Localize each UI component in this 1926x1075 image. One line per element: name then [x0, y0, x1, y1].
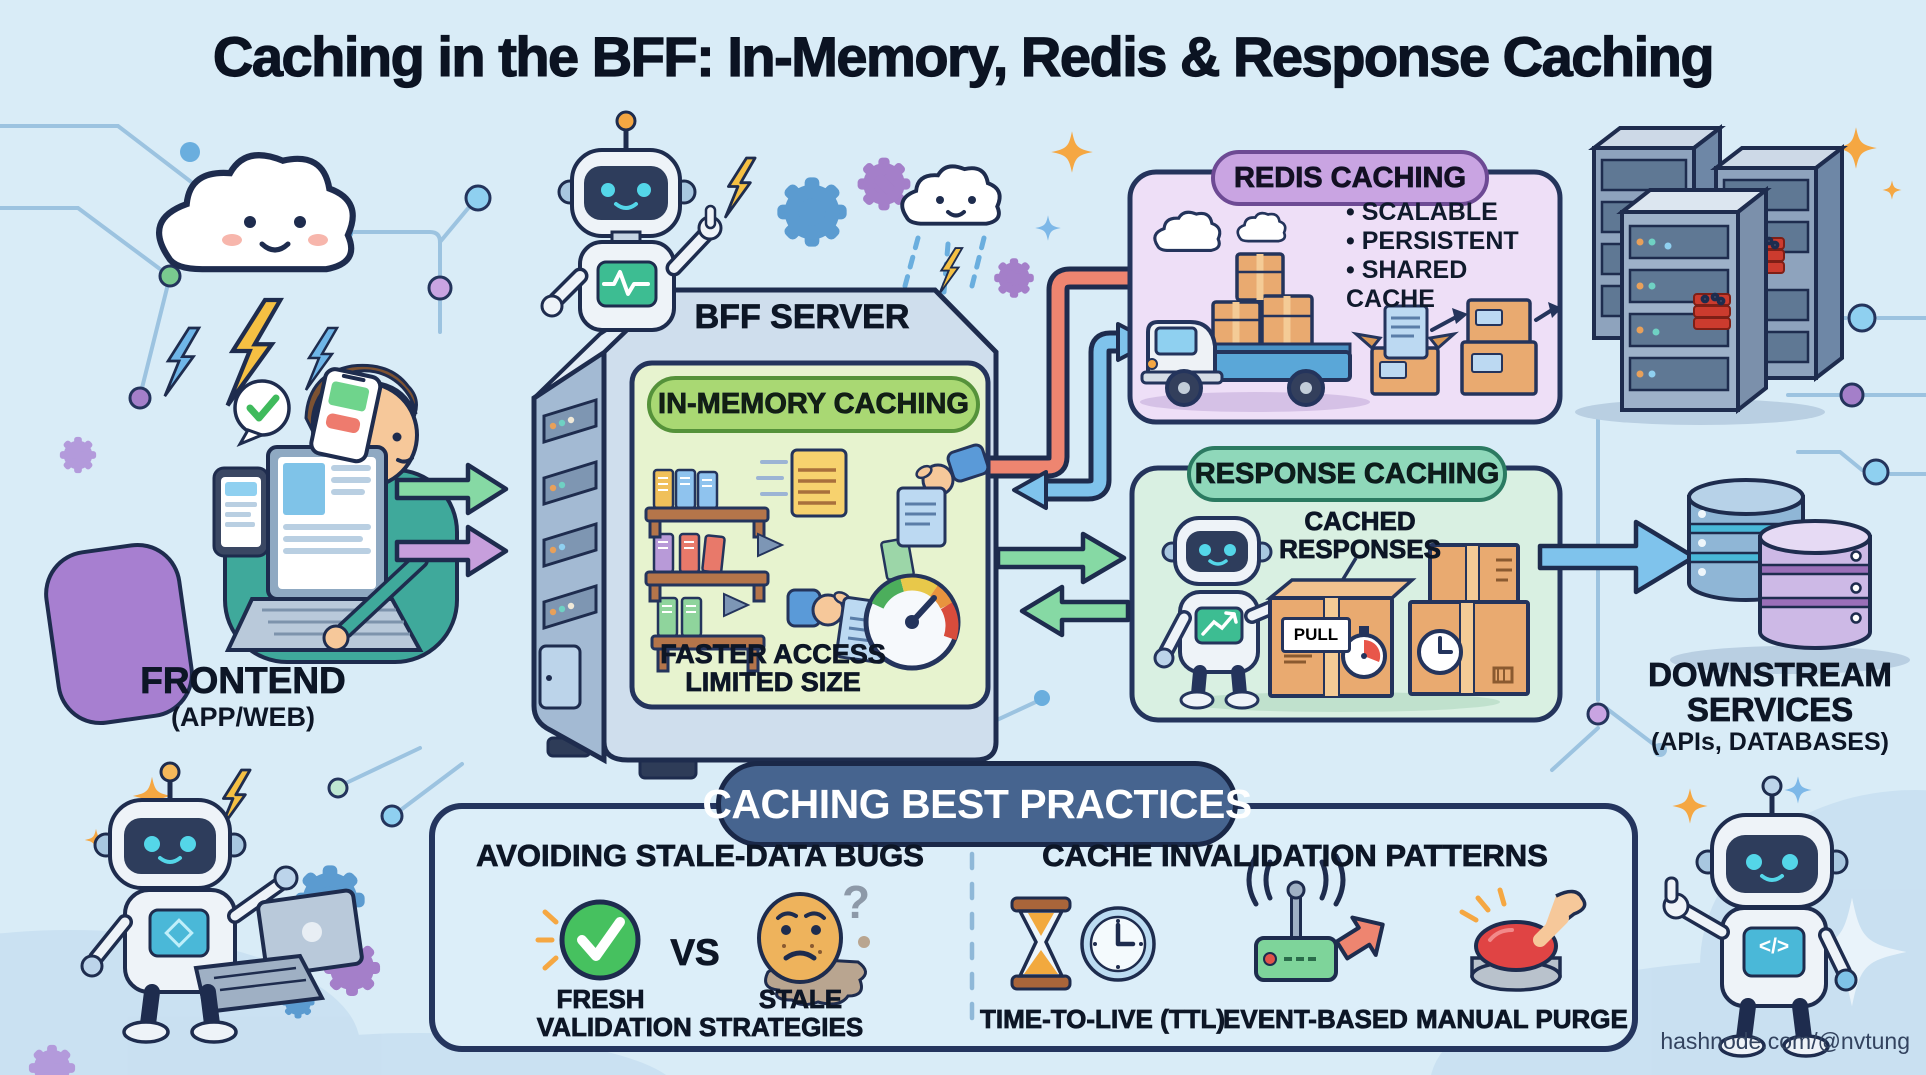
- frontend-user-illustration: [44, 363, 459, 726]
- stale-label: STALE: [758, 984, 843, 1014]
- clock-icon: [1417, 629, 1463, 675]
- downstream-sublabel: (APIs, DATABASES): [1651, 728, 1889, 756]
- bottom-left-robot-icon: [80, 761, 364, 1044]
- bff-redis-connectors: [988, 266, 1154, 510]
- ttl-clock-icon: [1080, 906, 1156, 982]
- cached-responses-line2: RESPONSES: [1279, 534, 1442, 564]
- stale-face-icon: ?: [757, 876, 870, 1007]
- downstream-label-line1: DOWNSTREAM: [1648, 656, 1893, 693]
- cached-responses-line1: CACHED: [1304, 506, 1416, 536]
- phone-in-hand-icon: [212, 466, 270, 558]
- redis-server-racks: [1575, 123, 1848, 425]
- server-door: [538, 644, 582, 710]
- vs-label: VS: [670, 932, 720, 973]
- manual-purge-button-icon: [1459, 887, 1587, 992]
- page-title: Caching in the BFF: In-Memory, Redis & R…: [212, 25, 1715, 88]
- pull-box-label: PULL: [1281, 617, 1351, 653]
- arrow-blue-redis-bff: [1044, 335, 1122, 497]
- best-practices-header: CACHING BEST PRACTICES: [702, 761, 1252, 847]
- server-rack-slots: [542, 397, 598, 631]
- cached-box-stack-icon: [1408, 543, 1530, 696]
- invalidation-heading: CACHE INVALIDATION PATTERNS: [1042, 838, 1549, 873]
- arrow-green-to-response: [995, 531, 1127, 585]
- bff-server-title: BFF SERVER: [694, 298, 910, 336]
- truck-icon: [1140, 252, 1352, 407]
- frontend-to-bff-arrows: [394, 462, 509, 578]
- in-memory-note-line1: FASTER ACCESS: [660, 639, 886, 669]
- frontend-sublabel: (APP/WEB): [171, 702, 315, 732]
- check-bubble-icon: [233, 379, 291, 448]
- redis-feature-item: SCALABLE: [1346, 198, 1561, 227]
- bff-response-arrows: [995, 531, 1131, 638]
- rack-tower: [1616, 185, 1772, 415]
- response-robot-icon: [1153, 516, 1308, 710]
- cache-shelf-icon: [644, 468, 770, 673]
- downstream-label-line2: SERVICES: [1686, 691, 1854, 728]
- response-caching-badge: RESPONSE CACHING: [1187, 446, 1507, 502]
- hand-with-document-icon: [880, 443, 990, 581]
- arrow-green-request: [394, 462, 509, 516]
- rain-cloud-icon: [900, 164, 1002, 296]
- thumbs-up-icon: [1664, 876, 1679, 904]
- arrow-salmon-to-redis: [988, 271, 1128, 474]
- validation-strategies-label: VALIDATION STRATEGIES: [536, 1012, 864, 1042]
- in-memory-note-line2: LIMITED SIZE: [685, 667, 861, 697]
- fresh-check-icon: [535, 899, 641, 981]
- arrow-green-to-bff: [1019, 584, 1131, 638]
- redis-feature-list: SCALABLE PERSISTENT SHARED CACHE: [1346, 198, 1561, 314]
- watermark-url: hashnode.com/@nvtung: [1660, 1028, 1910, 1054]
- arrow-blue-to-downstream: [1537, 519, 1697, 595]
- speed-gauge-icon: [863, 573, 961, 671]
- bff-robot-icon: [540, 110, 723, 332]
- in-memory-caching-badge: IN-MEMORY CACHING: [647, 376, 980, 433]
- frontend-label: FRONTEND: [140, 660, 346, 701]
- database-purple-icon: [1758, 519, 1872, 650]
- redis-feature-item: PERSISTENT: [1346, 227, 1561, 256]
- redis-illustration: [1140, 210, 1562, 412]
- fresh-label: FRESH: [556, 984, 645, 1014]
- transfer-arrow-icon: [723, 592, 751, 618]
- in-memory-illustration: [644, 443, 990, 673]
- bottom-right-robot-icon: [1662, 775, 1858, 1058]
- arrow-purple-request: [394, 524, 509, 578]
- chair: [44, 542, 194, 726]
- storm-cloud-icon: [159, 155, 353, 405]
- question-mark: ?: [842, 876, 870, 928]
- redis-feature-item: SHARED CACHE: [1346, 256, 1561, 314]
- stale-data-heading: AVOIDING STALE-DATA BUGS: [476, 838, 925, 873]
- downstream-databases: [1670, 478, 1910, 674]
- document-icon: [756, 448, 848, 518]
- event-broadcast-icon: [1246, 853, 1385, 982]
- stopwatch-icon: [1341, 626, 1387, 679]
- event-based-label: EVENT-BASED: [1223, 1004, 1409, 1034]
- floating-phone-icon: [309, 367, 383, 464]
- robot-chest-code: </>: [1758, 935, 1790, 958]
- ttl-hourglass-icon: [1010, 896, 1072, 991]
- ttl-label: TIME-TO-LIVE (TTL): [980, 1004, 1226, 1034]
- transfer-arrow-icon: [757, 532, 785, 558]
- manual-purge-label: MANUAL PURGE: [1416, 1004, 1629, 1034]
